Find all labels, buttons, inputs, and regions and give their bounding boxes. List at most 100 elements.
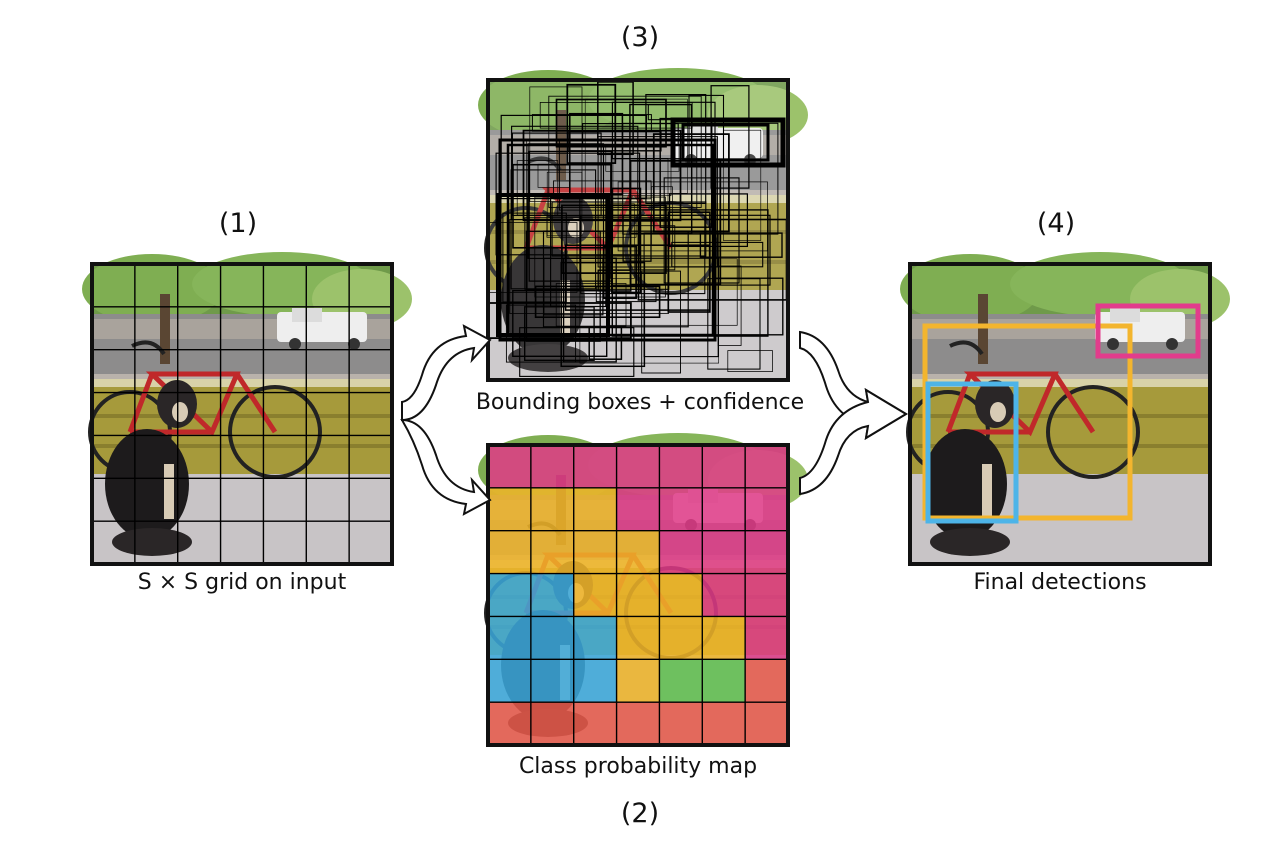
class-cell-bicycle (616, 659, 660, 703)
class-cell-car (745, 487, 788, 531)
class-map-grid (488, 445, 788, 745)
class-cell-dining-table (745, 659, 788, 703)
class-cell-bicycle (530, 487, 574, 531)
candidate-box (555, 283, 627, 327)
input-image-panel (82, 252, 412, 564)
class-probability-panel (478, 433, 808, 745)
class-cell-car (616, 445, 660, 488)
step-number-3: (3) (620, 22, 660, 53)
class-cell-bicycle (573, 487, 617, 531)
class-cell-bicycle (573, 573, 617, 617)
step-number-4: (4) (1036, 208, 1076, 239)
candidate-box (548, 95, 702, 208)
class-cell-car (745, 573, 788, 617)
candidate-box (727, 350, 773, 372)
candidate-box (509, 218, 669, 314)
candidate-box (722, 129, 762, 241)
class-cell-car (573, 445, 617, 488)
class-cell-bicycle (616, 616, 660, 660)
high-confidence-box (681, 123, 770, 162)
class-cell-bicycle (488, 487, 531, 531)
candidate-box (597, 136, 718, 268)
class-probability-cells (488, 445, 788, 745)
class-cell-dog (530, 616, 574, 660)
class-cell-car (702, 573, 746, 617)
caption-class-probability: Class probability map (518, 754, 758, 779)
class-cell-dog (573, 659, 617, 703)
candidate-box (622, 122, 779, 235)
class-cell-bicycle (659, 573, 703, 617)
class-cell-bicycle (616, 573, 660, 617)
caption-final-detections: Final detections (973, 570, 1147, 595)
class-cell-dog (488, 659, 531, 703)
step-number-1: (1) (218, 208, 258, 239)
candidate-box (551, 201, 707, 257)
detection-box-bicycle (922, 323, 1133, 521)
class-cell-dining-table (745, 702, 788, 745)
class-cell-dining-table (702, 702, 746, 745)
class-cell-car (659, 445, 703, 488)
candidate-box (699, 232, 783, 258)
step-number-2: (2) (620, 798, 660, 829)
class-cell-dining-table (488, 702, 531, 745)
merge-arrow (799, 330, 908, 496)
class-cell-dining-table (659, 702, 703, 745)
candidate-box (516, 160, 559, 216)
detection-box-car (1095, 303, 1201, 359)
class-cell-bicycle (488, 530, 531, 574)
class-cell-bicycle (530, 530, 574, 574)
class-cell-dog (488, 616, 531, 660)
high-confidence-box (506, 143, 715, 337)
class-cell-car (616, 487, 660, 531)
candidate-box (502, 212, 567, 303)
class-cell-dog (488, 573, 531, 617)
input-grid-overlay (92, 264, 392, 564)
detection-box-dog (925, 381, 1019, 524)
candidate-box (561, 204, 667, 274)
caption-input-grid: S × S grid on input (137, 570, 347, 595)
candidate-box (542, 230, 689, 328)
candidate-box (643, 232, 719, 358)
caption-bounding-boxes: Bounding boxes + confidence (475, 390, 805, 415)
class-cell-car (659, 530, 703, 574)
class-cell-dog (530, 659, 574, 703)
class-cell-dining-table (616, 702, 660, 745)
final-detections-panel (900, 252, 1230, 564)
bounding-box-overlay (487, 81, 788, 377)
candidate-box (602, 245, 637, 299)
candidate-box (595, 286, 657, 303)
candidate-box (550, 197, 607, 308)
candidate-box (641, 270, 681, 374)
class-cell-bicycle (702, 616, 746, 660)
class-cell-car (745, 445, 788, 488)
class-cell-bicycle (616, 530, 660, 574)
class-cell-car (659, 487, 703, 531)
candidate-box (510, 169, 597, 290)
class-cell-dog (530, 573, 574, 617)
class-cell-bicycle (659, 616, 703, 660)
class-cell-car (745, 616, 788, 660)
class-cell-car (702, 530, 746, 574)
candidate-box (512, 163, 612, 249)
class-cell-dining-table (573, 702, 617, 745)
candidate-box (611, 225, 676, 271)
split-arrow (400, 324, 492, 516)
class-cell-dining-table (530, 702, 574, 745)
class-cell-car (488, 445, 531, 488)
candidate-box (522, 129, 682, 222)
class-cell-other (659, 659, 703, 703)
candidate-box (519, 327, 635, 377)
candidate-box (617, 181, 768, 252)
class-cell-other (702, 659, 746, 703)
candidate-box (546, 171, 583, 237)
class-cell-bicycle (573, 530, 617, 574)
candidate-box (622, 214, 652, 262)
class-cell-car (745, 530, 788, 574)
high-confidence-box (498, 138, 717, 342)
high-confidence-box (670, 117, 786, 168)
class-cell-dog (573, 616, 617, 660)
class-cell-car (530, 445, 574, 488)
candidate-box (564, 244, 711, 311)
class-cell-car (702, 487, 746, 531)
